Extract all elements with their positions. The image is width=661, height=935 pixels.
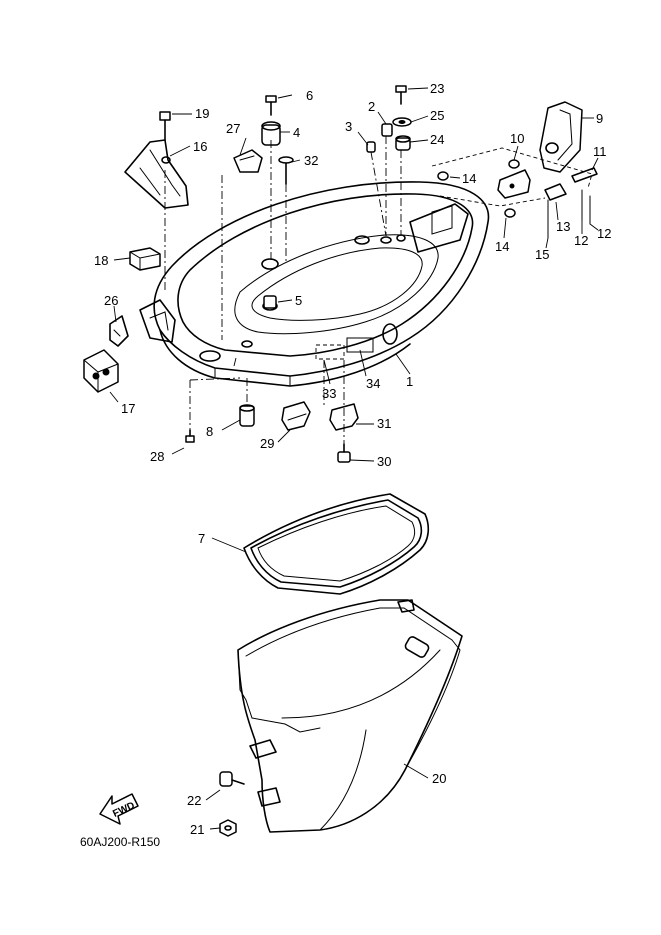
callout-20: 20 bbox=[432, 771, 446, 786]
callout-6: 6 bbox=[306, 88, 313, 103]
callout-22: 22 bbox=[187, 793, 201, 808]
callout-4: 4 bbox=[293, 125, 300, 140]
clip-part bbox=[109, 315, 129, 347]
callout-1: 1 bbox=[406, 374, 413, 389]
callout-18: 18 bbox=[94, 253, 108, 268]
lower-fittings bbox=[185, 401, 359, 463]
grommet-4-part bbox=[261, 95, 281, 146]
callout-16: 16 bbox=[193, 139, 207, 154]
lower-fasteners bbox=[219, 771, 245, 837]
bottom-cowling-part bbox=[139, 181, 490, 387]
callout-10: 10 bbox=[510, 131, 524, 146]
front-bracket-part bbox=[124, 111, 189, 209]
callout-8: 8 bbox=[206, 424, 213, 439]
lower-cover-part bbox=[237, 599, 463, 833]
callout-26: 26 bbox=[104, 293, 118, 308]
plug-5-part bbox=[263, 295, 277, 309]
screw-32-part bbox=[278, 156, 294, 185]
callout-11: 11 bbox=[593, 144, 607, 159]
fwd-arrow-icon: FWD bbox=[99, 793, 139, 825]
callout-21: 21 bbox=[190, 822, 204, 837]
callout-9: 9 bbox=[596, 111, 603, 126]
gasket-part bbox=[243, 493, 430, 595]
callout-30: 30 bbox=[377, 454, 391, 469]
callout-13: 13 bbox=[556, 219, 570, 234]
callout-23: 23 bbox=[430, 81, 444, 96]
callout-34: 34 bbox=[366, 376, 380, 391]
callout-17: 17 bbox=[121, 401, 135, 416]
callout-3: 3 bbox=[345, 119, 352, 134]
callout-2: 2 bbox=[368, 99, 375, 114]
callout-27: 27 bbox=[226, 121, 240, 136]
callout-14a: 14 bbox=[462, 171, 476, 186]
callout-19: 19 bbox=[195, 106, 209, 121]
callout-25: 25 bbox=[430, 108, 444, 123]
diagram-code: 60AJ200-R150 bbox=[80, 835, 160, 849]
callout-31: 31 bbox=[377, 416, 391, 431]
parts-rear-top bbox=[366, 85, 412, 153]
leader-lines bbox=[109, 87, 599, 830]
alignment-lines bbox=[164, 136, 402, 444]
callout-5: 5 bbox=[295, 293, 302, 308]
callout-numbers: 19 16 27 4 6 32 5 3 2 23 25 24 10 9 11 1… bbox=[80, 81, 611, 849]
callout-12a: 12 bbox=[574, 233, 588, 248]
grommet-27-part bbox=[233, 149, 263, 173]
lever-assembly bbox=[431, 101, 598, 239]
callout-12b: 12 bbox=[597, 226, 611, 241]
callout-29: 29 bbox=[260, 436, 274, 451]
callout-24: 24 bbox=[430, 132, 444, 147]
callout-32: 32 bbox=[304, 153, 318, 168]
callout-15: 15 bbox=[535, 247, 549, 262]
callout-7: 7 bbox=[198, 531, 205, 546]
callout-28: 28 bbox=[150, 449, 164, 464]
callout-33: 33 bbox=[322, 386, 336, 401]
rubber-block-part bbox=[129, 247, 161, 271]
callout-14b: 14 bbox=[495, 239, 509, 254]
grommet-part bbox=[83, 349, 119, 393]
